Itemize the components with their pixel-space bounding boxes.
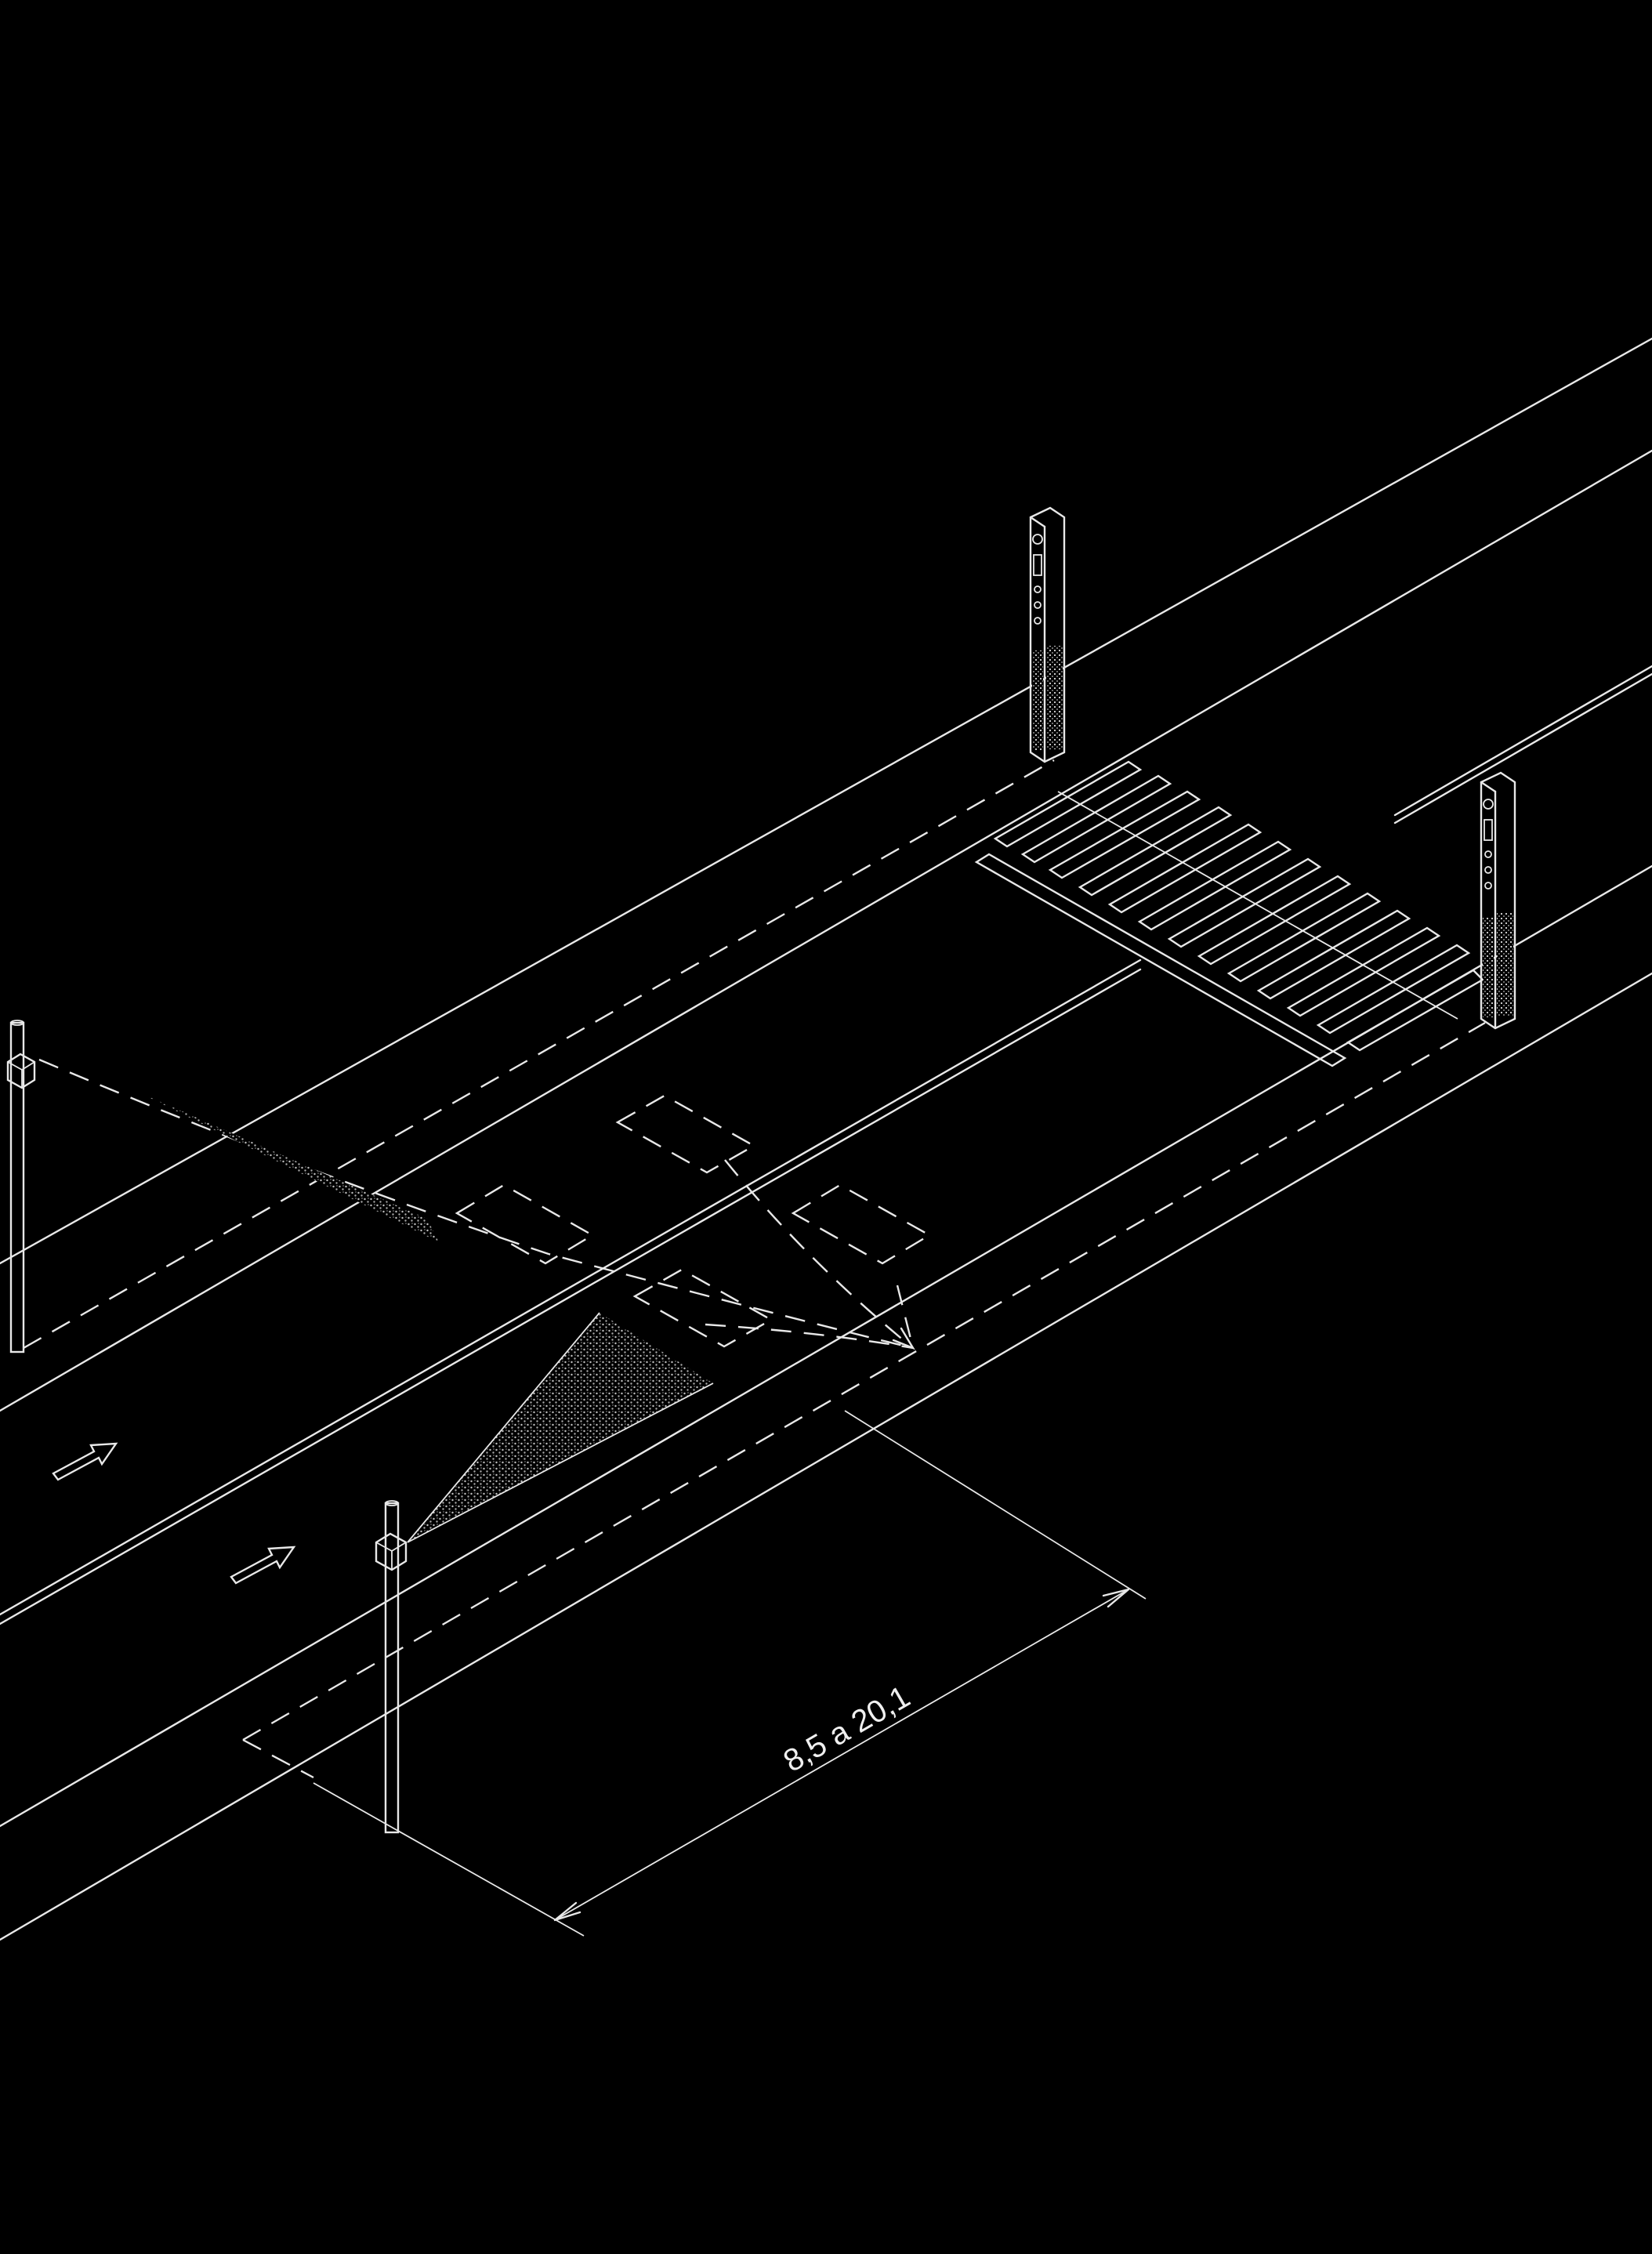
road-edges: [0, 337, 1652, 1941]
detector-pole-front: [375, 1312, 714, 1834]
dashed-curb-lines: [23, 759, 1486, 1779]
zebra-crossing: [974, 760, 1484, 1067]
detector-beams: [38, 1058, 915, 1350]
pedestrian-signal-post-front: [1480, 771, 1516, 1030]
dimension-line: 8,5 a 20,1: [313, 1410, 1147, 1937]
lane-divider: [0, 665, 1652, 1625]
direction-arrow-lower: [230, 1546, 296, 1585]
detection-zones: [455, 1094, 932, 1348]
dimension-label: 8,5 a 20,1: [778, 1680, 916, 1779]
direction-arrow-upper: [52, 1442, 118, 1481]
detector-pole-left: [6, 1020, 36, 1353]
pedestrian-signal-post-rear: [1029, 506, 1066, 763]
